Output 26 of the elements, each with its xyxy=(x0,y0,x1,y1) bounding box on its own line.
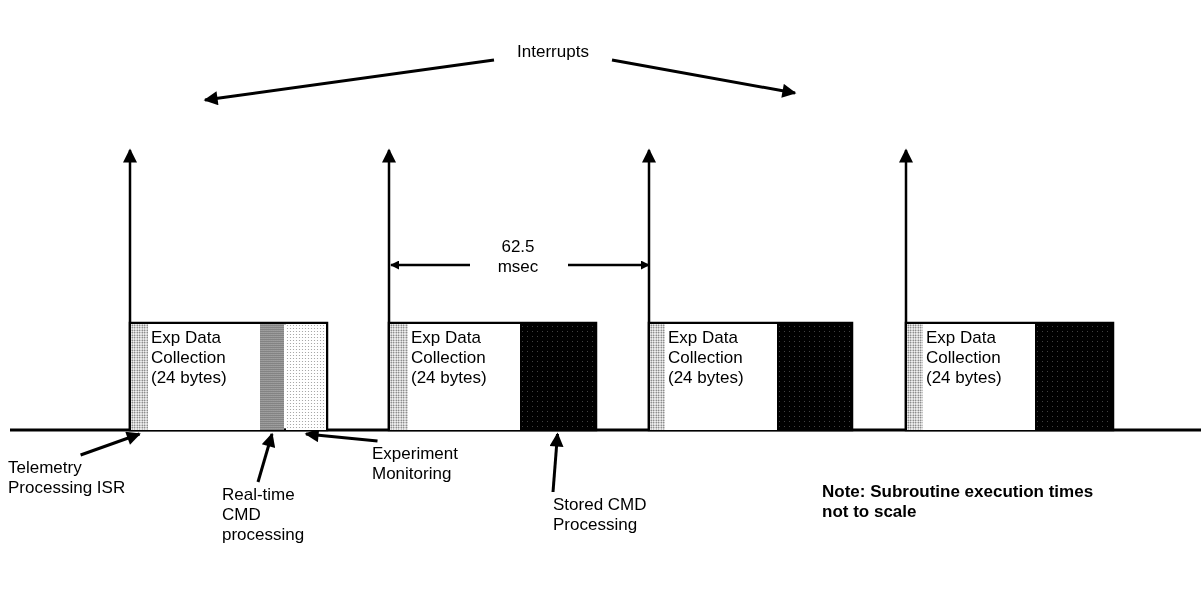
arrow xyxy=(304,428,378,443)
arrow xyxy=(611,58,797,98)
shaded-segment xyxy=(286,324,326,430)
shaded-segment xyxy=(777,324,851,430)
arrow xyxy=(80,431,141,457)
annotation-text: Interrupts xyxy=(498,42,608,62)
annotation-text: Telemetry Processing ISR xyxy=(8,458,140,498)
annotation-text: Stored CMD Processing xyxy=(553,495,665,535)
segment-label: Exp Data Collection (24 bytes) xyxy=(151,328,228,388)
segment-label: Exp Data Collection (24 bytes) xyxy=(926,328,1003,388)
annotation-text: Experiment Monitoring xyxy=(372,444,482,484)
shaded-segment xyxy=(650,324,665,430)
shaded-segment xyxy=(131,324,148,430)
arrow xyxy=(203,58,495,106)
segment-label: Exp Data Collection (24 bytes) xyxy=(411,328,488,388)
note-text: Note: Subroutine execution times not to scale xyxy=(822,482,1095,522)
segment-label: Exp Data Collection (24 bytes) xyxy=(668,328,745,388)
annotation-text: Real-time CMD processing xyxy=(222,485,312,545)
shaded-segment xyxy=(907,324,923,430)
shaded-segment xyxy=(1035,324,1112,430)
arrow xyxy=(256,432,276,483)
shaded-segment xyxy=(520,324,595,430)
shaded-segment xyxy=(260,324,284,430)
dimension-label: 62.5 msec xyxy=(496,237,540,277)
shaded-segment xyxy=(390,324,408,430)
arrow xyxy=(549,432,564,493)
